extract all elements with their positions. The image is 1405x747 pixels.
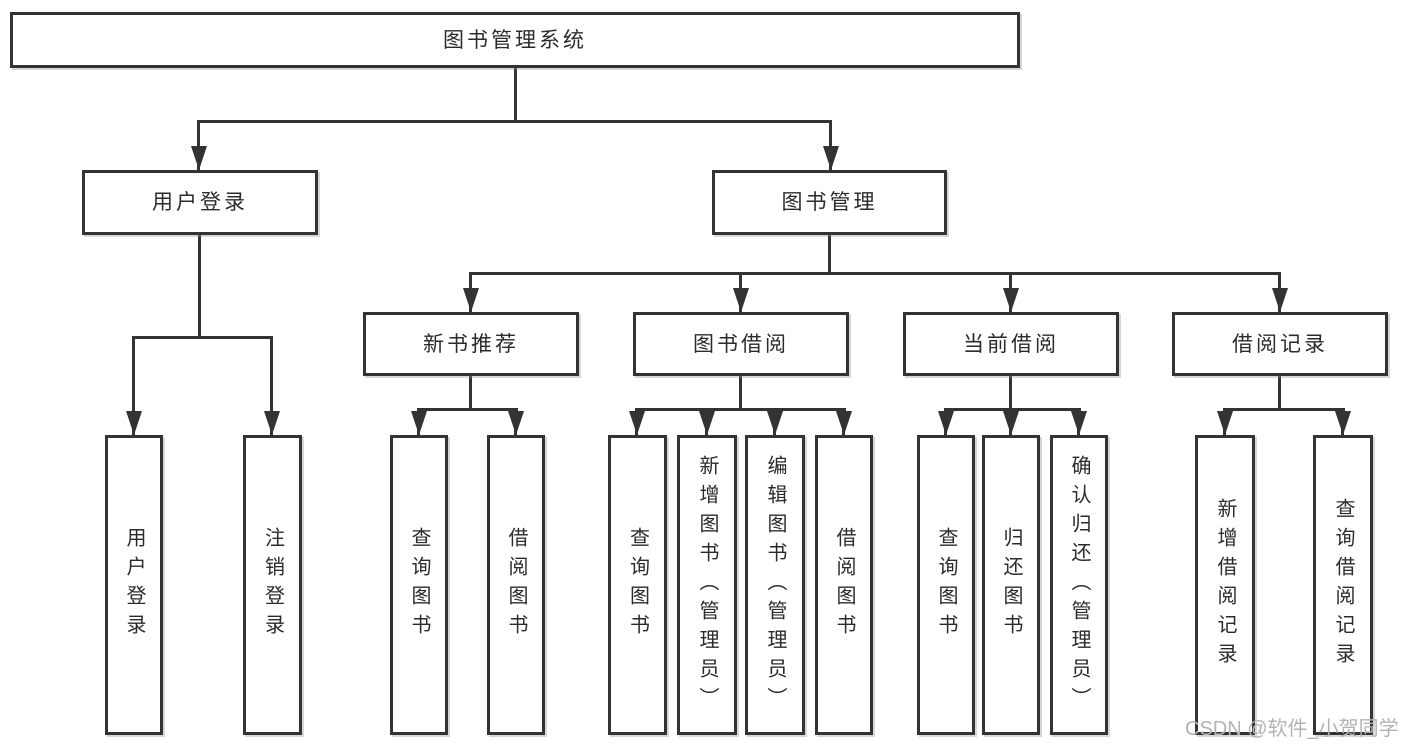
arrow-down-icon (823, 146, 839, 170)
connector-user-login-drop (197, 120, 200, 170)
arrow-down-icon (938, 411, 954, 435)
connector-book-management-stem (828, 235, 831, 275)
arrow-down-icon (508, 411, 524, 435)
connector-leaves-rail (1223, 408, 1345, 411)
arrow-down-icon (836, 411, 852, 435)
leaf-logout: 注销登录 (243, 435, 302, 735)
leaf-borrow-books-1: 借阅图书 (487, 435, 545, 735)
arrow-down-icon (629, 411, 645, 435)
node-book-borrowing: 图书借阅 (633, 312, 849, 376)
connector-user-login-stem (198, 235, 201, 339)
connector-book-management-drop (829, 120, 832, 170)
node-book-management: 图书管理 (712, 170, 947, 235)
leaf-edit-book-admin: 编辑图书（管理员） (745, 435, 805, 735)
connector-user-leaves-rail (132, 336, 273, 339)
arrow-down-icon (699, 411, 715, 435)
arrow-down-icon (1335, 411, 1351, 435)
leaf-confirm-return-admin: 确认归还（管理员） (1050, 435, 1108, 735)
connector-leaves-rail (635, 408, 846, 411)
node-user-login: 用户登录 (82, 170, 318, 235)
node-new-book-recommendation: 新书推荐 (363, 312, 579, 376)
arrow-down-icon (1071, 411, 1087, 435)
connector-section-stem (739, 376, 742, 411)
node-current-borrowing: 当前借阅 (903, 312, 1119, 376)
arrow-down-icon (463, 288, 479, 312)
connector-leaf-drop (270, 336, 273, 435)
connector-section-stem (469, 376, 472, 411)
leaf-borrow-books-2: 借阅图书 (815, 435, 873, 735)
arrow-down-icon (411, 411, 427, 435)
arrow-down-icon (1003, 288, 1019, 312)
connector-level3-rail (469, 272, 1281, 275)
leaf-user-login: 用户登录 (105, 435, 163, 735)
leaf-add-borrow-record: 新增借阅记录 (1195, 435, 1255, 735)
connector-leaf-drop (132, 336, 135, 435)
arrow-down-icon (1272, 288, 1288, 312)
leaf-query-borrow-record: 查询借阅记录 (1313, 435, 1373, 735)
connector-root-stem (514, 68, 517, 120)
arrow-down-icon (1217, 411, 1233, 435)
connector-level2-rail (198, 120, 832, 123)
connector-section-stem (1278, 376, 1281, 411)
csdn-watermark: CSDN @软件_小贺同学 (1185, 718, 1399, 740)
arrow-down-icon (264, 411, 280, 435)
leaf-query-books-3: 查询图书 (917, 435, 975, 735)
leaf-return-books: 归还图书 (982, 435, 1040, 735)
arrow-down-icon (767, 411, 783, 435)
leaf-add-book-admin: 新增图书（管理员） (677, 435, 737, 735)
node-library-management-system: 图书管理系统 (10, 12, 1020, 68)
connector-section-stem (1009, 376, 1012, 411)
leaf-query-books-1: 查询图书 (390, 435, 448, 735)
arrow-down-icon (126, 411, 142, 435)
connector-leaves-rail (417, 408, 518, 411)
leaf-query-books-2: 查询图书 (608, 435, 667, 735)
node-borrowing-records: 借阅记录 (1172, 312, 1388, 376)
arrow-down-icon (733, 288, 749, 312)
arrow-down-icon (191, 146, 207, 170)
connector-leaves-rail (944, 408, 1081, 411)
arrow-down-icon (1003, 411, 1019, 435)
